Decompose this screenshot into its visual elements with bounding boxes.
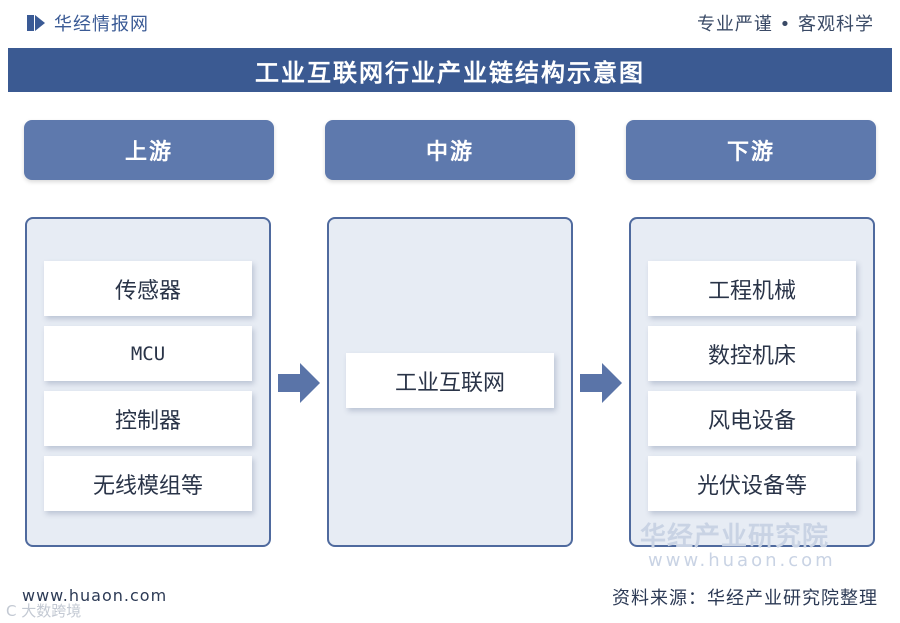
tagline: 专业严谨 • 客观科学 [696, 14, 874, 35]
upstream-item: 无线模组等 [44, 456, 252, 511]
arrow-right-icon [580, 363, 622, 403]
midstream-item: 工业互联网 [346, 353, 554, 408]
downstream-item: 工程机械 [648, 261, 856, 316]
diagram-title: 工业互联网行业产业链结构示意图 [255, 58, 645, 87]
downstream-item: 数控机床 [648, 326, 856, 381]
upstream-item: 传感器 [44, 261, 252, 316]
title-bar: 工业互联网行业产业链结构示意图 [8, 48, 892, 92]
panel-downstream: 工程机械 数控机床 风电设备 光伏设备等 [629, 217, 875, 547]
watermark-url: www.huaon.com [648, 550, 836, 571]
upstream-item: 控制器 [44, 391, 252, 446]
corner-watermark: C 大数跨境 [6, 602, 82, 620]
brand-name: 华经情报网 [54, 14, 149, 35]
footer-url: www.huaon.com [22, 586, 168, 605]
stage-header-downstream: 下游 [626, 120, 876, 180]
header: 华经情报网 专业严谨 • 客观科学 [0, 0, 900, 46]
source-note: 资料来源：华经产业研究院整理 [612, 588, 878, 609]
arrow-right-icon [278, 363, 320, 403]
stage-header-upstream: 上游 [24, 120, 274, 180]
brand: 华经情报网 [26, 10, 149, 36]
panel-midstream: 工业互联网 [327, 217, 573, 547]
watermark-text: 华经产业研究院 [640, 522, 830, 552]
downstream-item: 风电设备 [648, 391, 856, 446]
upstream-item: MCU [44, 326, 252, 381]
downstream-item: 光伏设备等 [648, 456, 856, 511]
stage-header-midstream: 中游 [325, 120, 575, 180]
panel-upstream: 传感器 MCU 控制器 无线模组等 [25, 217, 271, 547]
brand-logo-icon [27, 15, 45, 31]
